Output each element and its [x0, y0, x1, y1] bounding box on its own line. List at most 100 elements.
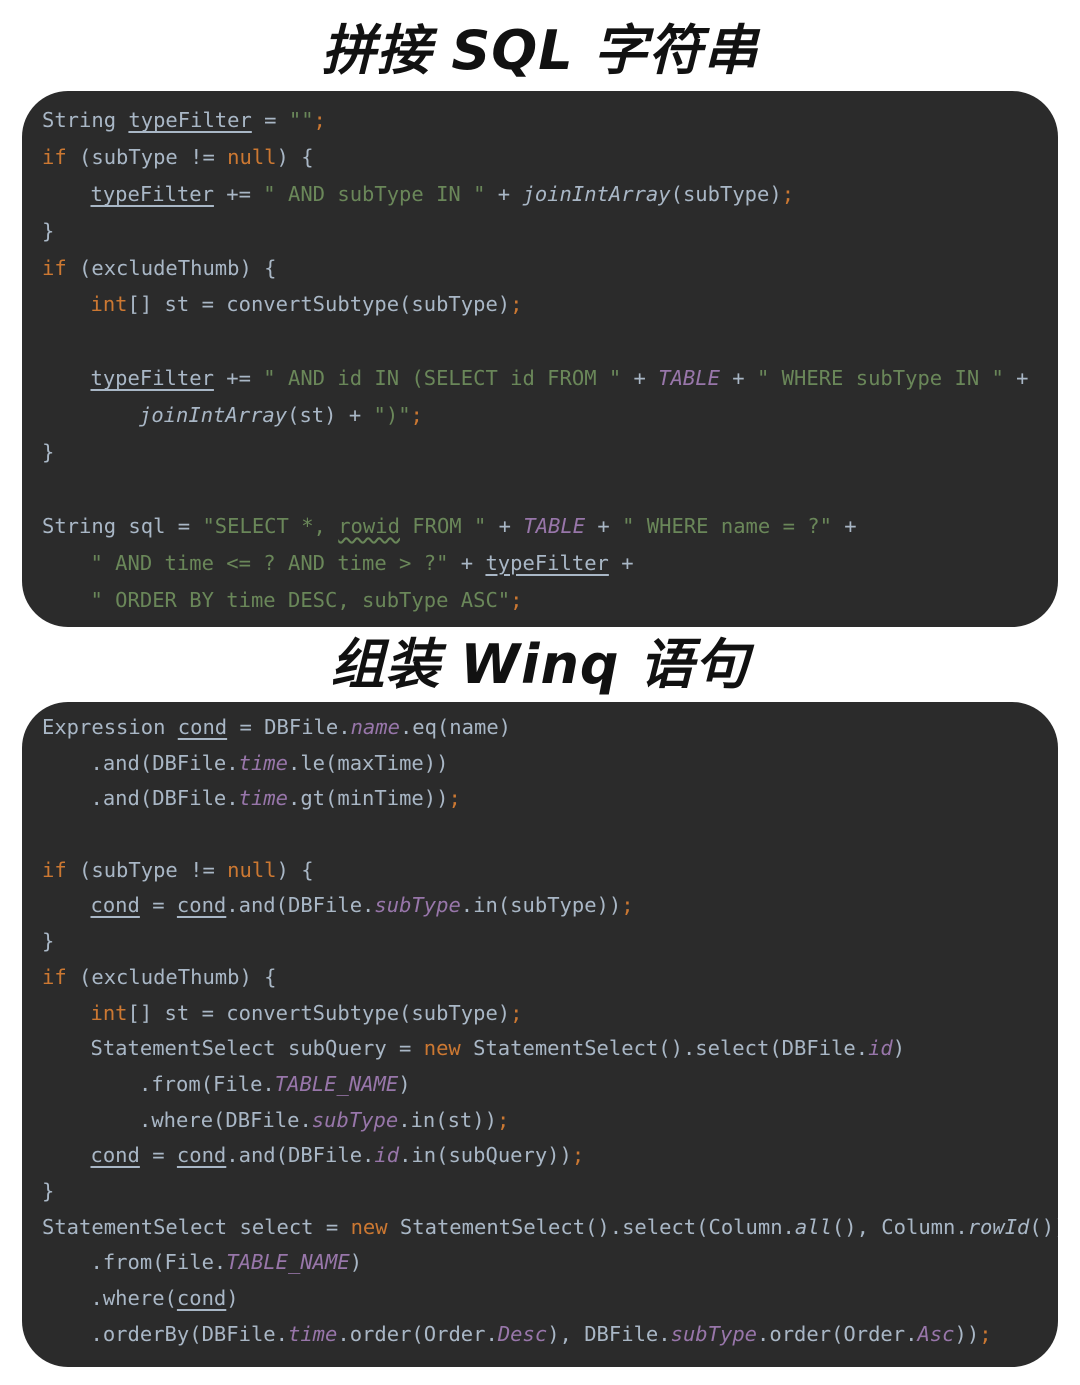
code-token: subType — [374, 893, 461, 918]
code-token: (), Column. — [831, 1214, 968, 1239]
code-token: time — [238, 786, 288, 811]
code-token: .in(subType)) — [460, 893, 622, 918]
code-token: + — [621, 366, 659, 391]
code-token: " AND subType IN " — [263, 181, 486, 206]
code-token: cond — [90, 893, 140, 918]
code-token: all — [794, 1214, 832, 1239]
code-line — [42, 817, 1058, 853]
code-line: Expression cond = DBFile.name.eq(name) — [42, 710, 1058, 746]
code-line: String typeFilter = ""; — [42, 102, 1058, 139]
code-token: id — [374, 1143, 400, 1168]
code-token: time — [238, 750, 288, 775]
code-token: + — [486, 513, 524, 538]
code-token: cond — [176, 1143, 227, 1168]
code-token: + — [585, 513, 623, 538]
code-token: TABLE — [523, 513, 586, 538]
code-token: ()) — [1029, 1214, 1058, 1239]
code-line: if (subType != null) { — [42, 853, 1058, 889]
code-token: null — [227, 144, 277, 169]
code-token: ; — [781, 181, 795, 206]
code-token: ; — [979, 1321, 992, 1346]
code-token: cond — [176, 893, 227, 918]
code-line: } — [42, 1174, 1058, 1210]
code-token: typeFilter — [485, 550, 609, 575]
code-token: } — [42, 929, 55, 954]
code-token: joinIntArray — [522, 181, 671, 206]
code-token: (excludeThumb) { — [66, 964, 277, 989]
code-token: } — [42, 440, 55, 465]
code-line: .and(DBFile.time.le(maxTime)) — [42, 746, 1058, 782]
code-token: ; — [313, 108, 326, 132]
code-token: ; — [510, 292, 523, 317]
code-token: ; — [448, 786, 461, 811]
code-token: ; — [496, 1107, 510, 1132]
code-token: + — [448, 550, 486, 575]
code-token: ; — [571, 1143, 585, 1168]
code-token: Expression — [42, 715, 178, 739]
code-line: } — [42, 213, 1058, 250]
code-line: cond = cond.and(DBFile.id.in(subQuery)); — [42, 1138, 1058, 1174]
code-token: rowId — [967, 1214, 1030, 1239]
code-token: = — [251, 108, 289, 132]
code-line: StatementSelect subQuery = new Statement… — [42, 1031, 1058, 1067]
code-token: ) — [226, 1286, 239, 1310]
code-line: if (excludeThumb) { — [42, 250, 1058, 287]
code-token: StatementSelect select = — [42, 1214, 351, 1239]
code-token: = — [139, 1143, 177, 1168]
code-line: String sql = "SELECT *, rowid FROM " + T… — [42, 508, 1058, 545]
code-token: += — [213, 366, 264, 391]
code-token: ), DBFile. — [547, 1321, 671, 1346]
code-line: .and(DBFile.time.gt(minTime)); — [42, 781, 1058, 817]
code-token: ; — [510, 1000, 523, 1025]
code-token: ) — [398, 1071, 411, 1096]
code-token: (subType) — [670, 181, 782, 206]
code-token: ) { — [276, 857, 314, 882]
code-token: typeFilter — [128, 108, 252, 132]
code-token: "" — [288, 108, 314, 132]
code-line: .where(cond) — [42, 1281, 1058, 1317]
code-token: "SELECT *, — [202, 513, 339, 538]
code-token: rowid — [338, 513, 400, 538]
code-token: += — [213, 181, 264, 206]
code-token: .in(subQuery)) — [399, 1143, 572, 1168]
code-token: " ORDER BY time DESC, subType ASC" — [90, 587, 511, 612]
code-token: if — [42, 964, 67, 989]
code-line: typeFilter += " AND id IN (SELECT id FRO… — [42, 360, 1058, 397]
code-token: cond — [177, 715, 228, 739]
code-line: cond = cond.and(DBFile.subType.in(subTyp… — [42, 888, 1058, 924]
code-token: String sql = — [42, 513, 203, 538]
code-token: cond — [90, 1143, 140, 1168]
code-token: ) — [892, 1036, 906, 1061]
code-token: .and(DBFile. — [226, 1143, 375, 1168]
code-token: TABLE_NAME — [274, 1071, 399, 1096]
code-line: } — [42, 924, 1058, 960]
code-token: .in(st)) — [398, 1107, 497, 1132]
code-token: typeFilter — [90, 366, 214, 391]
code-token: " AND time <= ? AND time > ?" — [90, 550, 449, 575]
title-sql-string: 拼接 SQL 字符串 — [321, 19, 759, 82]
code-token: .and(DBFile. — [90, 786, 239, 811]
code-token: if — [42, 144, 67, 169]
code-line — [42, 471, 1058, 508]
code-token: .from(File. — [90, 1250, 227, 1275]
code-token: .le(maxTime)) — [287, 750, 449, 775]
code-token: if — [42, 255, 67, 280]
code-token: StatementSelect().select(Column. — [387, 1214, 795, 1239]
code-token: cond — [176, 1286, 227, 1310]
code-line: int[] st = convertSubtype(subType); — [42, 286, 1058, 323]
code-token: .eq(name) — [399, 715, 512, 739]
code-token: new — [423, 1036, 461, 1061]
code-line: typeFilter += " AND subType IN " + joinI… — [42, 176, 1058, 213]
code-line: if (excludeThumb) { — [42, 960, 1058, 996]
code-token: typeFilter — [90, 181, 214, 206]
code-token: + — [485, 181, 523, 206]
code-token: = DBFile. — [227, 715, 351, 739]
code-token: .and(DBFile. — [90, 750, 239, 775]
code-token: " WHERE name = ?" — [622, 513, 832, 538]
code-token: StatementSelect subQuery = — [90, 1036, 424, 1061]
code-line — [42, 323, 1058, 360]
code-token: " AND id IN (SELECT id FROM " — [263, 366, 622, 391]
code-line: " ORDER BY time DESC, subType ASC"; — [42, 582, 1058, 619]
code-token: [] st = convertSubtype(subType) — [127, 1000, 511, 1025]
code-token: time — [287, 1321, 338, 1346]
